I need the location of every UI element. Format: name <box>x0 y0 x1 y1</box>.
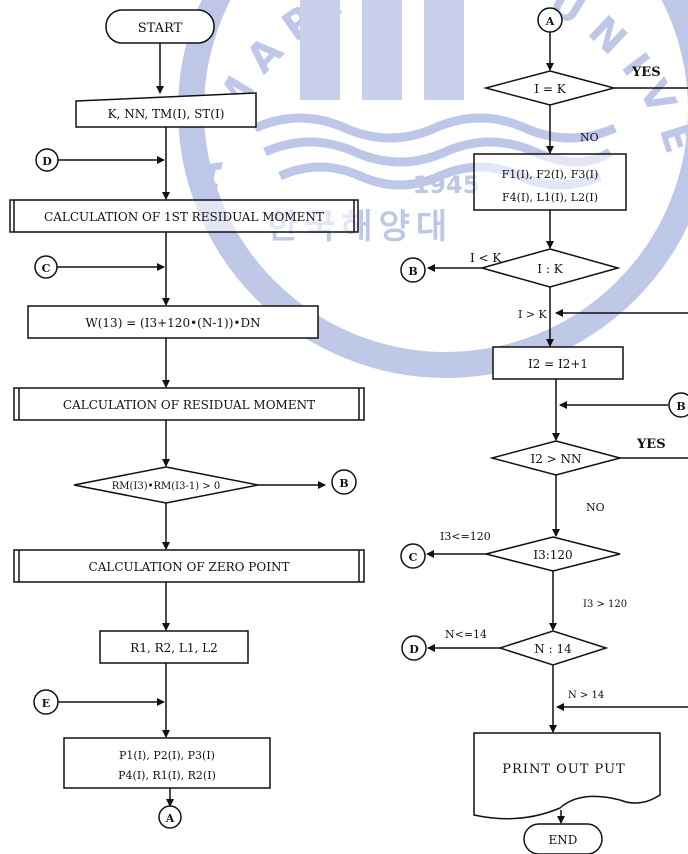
n-gt-14-label: N > 14 <box>568 690 604 701</box>
watermark-year: 1945 <box>413 171 480 199</box>
r-values-label: R1, R2, L1, L2 <box>130 641 217 655</box>
connector-d-exit-label: D <box>409 643 419 656</box>
connector-e-entry-label: E <box>42 697 50 710</box>
connector-c-exit <box>400 543 426 569</box>
right-flow: A I = K YES NO F1(I), F2(I), F3(I) F4(I)… <box>400 7 688 854</box>
decision-i-equals-k-label: I = K <box>534 82 566 96</box>
n-le-14-label: N<=14 <box>445 628 487 641</box>
calc-first-residual-label: CALCULATION OF 1ST RESIDUAL MOMENT <box>44 210 324 224</box>
w-formula-label: W(13) = (I3+120•(N-1))•DN <box>85 316 260 330</box>
yes-label-2: YES <box>636 437 666 452</box>
connector-b-exit-right <box>400 257 426 283</box>
input-parameters-box <box>75 92 257 128</box>
decision-i3-compare-120-label: I3:120 <box>533 548 572 562</box>
no-label-2: NO <box>586 501 605 514</box>
i3-gt-120-label: I3 > 120 <box>583 599 627 610</box>
decision-i-compare-k-label: I : K <box>537 262 563 276</box>
decision-rm-label: RM(I3)•RM(I3-1) > 0 <box>112 481 221 492</box>
i3-le-120-label: I3<=120 <box>440 530 491 543</box>
start-label: START <box>138 21 183 36</box>
no-label-1: NO <box>580 131 599 144</box>
connector-d-entry-label: D <box>42 155 52 168</box>
left-flow: START K, NN, TM(I), ST(I) D CALCULATION … <box>9 9 365 829</box>
connector-b-exit-right-label: B <box>408 265 417 278</box>
w-formula-box <box>27 305 319 339</box>
greater-than-k-label: I > K <box>518 308 548 321</box>
end-label: END <box>549 833 578 847</box>
calc-residual-label: CALCULATION OF RESIDUAL MOMENT <box>63 398 315 412</box>
connector-b-exit <box>331 469 357 495</box>
f-values-line2: F4(I), L1(I), L2(I) <box>502 191 598 204</box>
calc-residual-box <box>13 387 365 421</box>
decision-i2-greater-nn-label: I2 > NN <box>530 452 581 466</box>
yes-label-1: YES <box>631 65 661 80</box>
decision-n-compare-14-label: N : 14 <box>534 642 572 656</box>
p-values-line1: P1(I), P2(I), P3(I) <box>119 749 215 762</box>
less-than-k-label: I < K <box>470 251 502 265</box>
connector-b-entry <box>668 392 688 418</box>
end-terminator <box>523 823 603 854</box>
connector-d-exit <box>401 635 427 661</box>
input-parameters-label: K, NN, TM(I), ST(I) <box>108 107 225 121</box>
i2-increment-box <box>492 346 624 380</box>
calc-zero-label: CALCULATION OF ZERO POINT <box>89 560 290 574</box>
i2-increment-label: I2 = I2+1 <box>528 357 588 371</box>
connector-a-exit <box>158 805 182 829</box>
f-values-line1: F1(I), F2(I), F3(I) <box>502 168 599 181</box>
print-output-document <box>473 732 661 820</box>
p-values-line2: P4(I), R1(I), R2(I) <box>118 769 216 782</box>
r-values-box <box>99 630 249 664</box>
connector-a-entry-label: A <box>545 15 555 28</box>
p-values-box <box>63 737 271 789</box>
connector-c-entry-label: C <box>42 262 51 275</box>
connector-b-exit-label: B <box>339 477 348 490</box>
connector-b-entry-label: B <box>676 400 685 413</box>
print-output-label: PRINT OUT PUT <box>502 762 625 777</box>
f-values-box <box>473 153 627 211</box>
connector-a-exit-label: A <box>165 812 175 825</box>
calc-first-residual-box <box>9 199 359 233</box>
calc-zero-box <box>13 549 365 583</box>
connector-c-exit-label: C <box>409 551 418 564</box>
